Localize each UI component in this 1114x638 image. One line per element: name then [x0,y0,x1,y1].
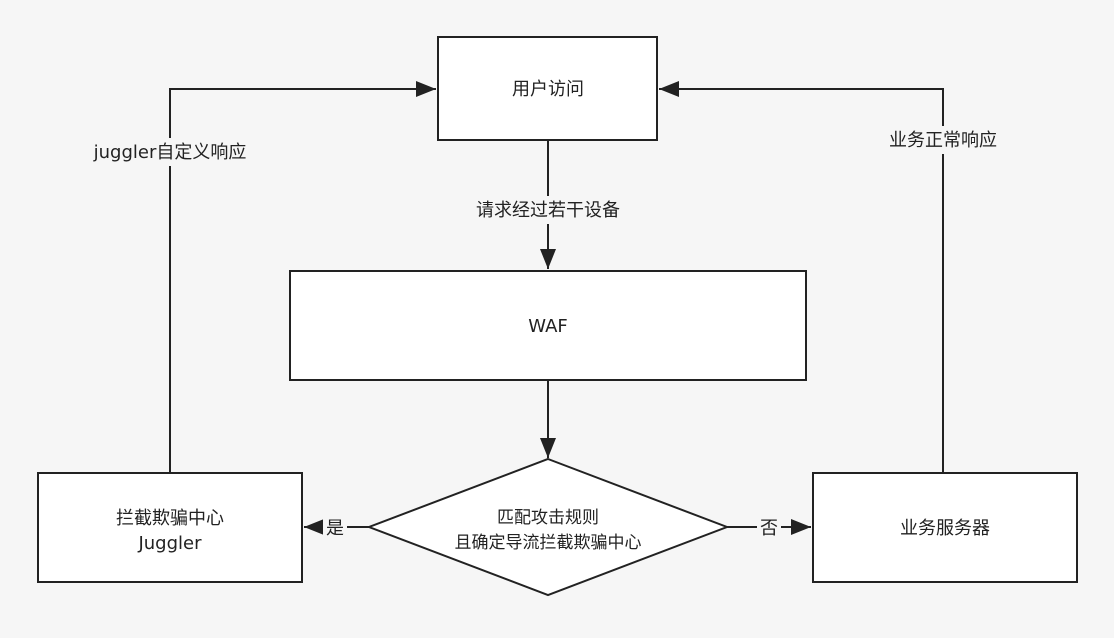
yes-label: 是 [326,518,344,539]
user-access-label: 用户访问 [512,79,584,100]
decision-label-line2: 且确定导流拦截欺骗中心 [455,533,642,553]
juggler-label-line1: 拦截欺骗中心 [116,508,224,529]
normal-response-label: 业务正常响应 [889,130,997,151]
business-server-box [812,472,1078,583]
user-access-box [437,36,658,141]
edge-server-to-user [659,81,944,472]
edge-juggler-to-user [169,81,436,472]
decision-label-line1: 匹配攻击规则 [497,508,599,528]
business-server-label: 业务服务器 [900,518,990,539]
yes-label-bg [323,515,347,541]
request-label-bg [466,196,630,224]
decision-diamond [366,457,730,597]
juggler-response-label: juggler自定义响应 [93,142,247,163]
juggler-label-line2: Juggler [137,533,202,554]
juggler-response-label-bg [86,138,254,166]
request-label: 请求经过若干设备 [476,200,620,221]
normal-response-label-bg [881,126,1005,154]
waf-box [289,270,807,381]
no-label: 否 [760,518,778,539]
juggler-box [37,472,303,583]
waf-label: WAF [528,316,567,337]
no-label-bg [757,515,781,541]
